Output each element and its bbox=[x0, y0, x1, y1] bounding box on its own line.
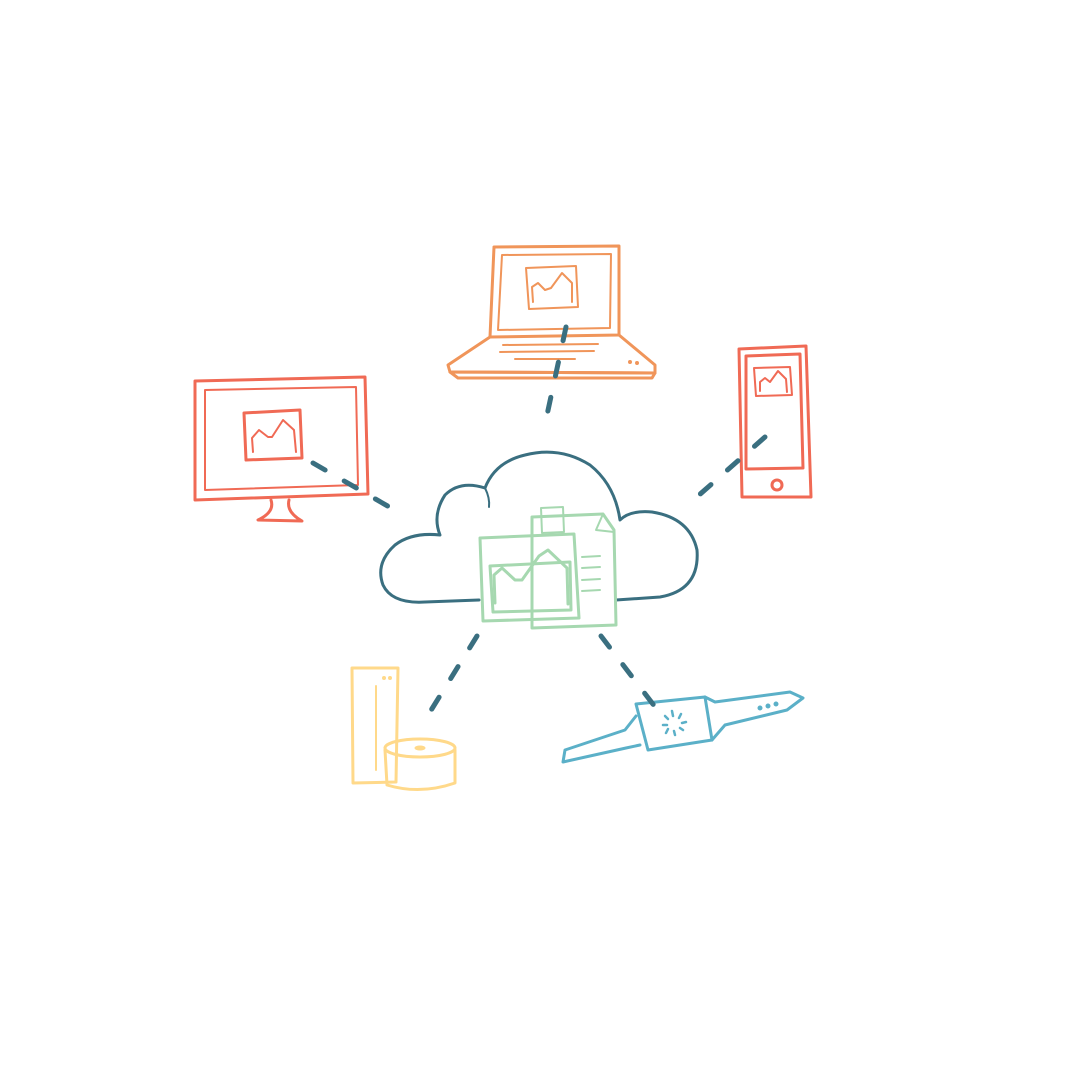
laptop-icon bbox=[446, 244, 657, 380]
documents-icon bbox=[478, 506, 618, 630]
link-speaker bbox=[422, 633, 480, 723]
smart-speaker-icon bbox=[350, 666, 457, 792]
link-watch bbox=[598, 633, 665, 719]
smartphone-icon bbox=[737, 344, 813, 499]
cloud-icon bbox=[379, 450, 699, 604]
link-phone bbox=[687, 434, 768, 506]
link-laptop bbox=[544, 324, 569, 418]
link-monitor bbox=[310, 460, 401, 515]
smartwatch-icon bbox=[561, 690, 805, 764]
desktop-monitor-icon bbox=[193, 375, 370, 523]
dashed-links bbox=[310, 324, 768, 723]
